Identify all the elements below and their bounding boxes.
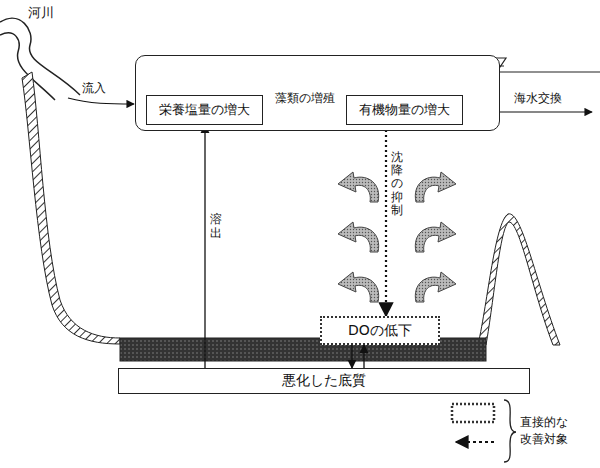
right-hill	[478, 214, 560, 345]
inflow-arrow	[68, 98, 134, 104]
text-label: 海水交換	[514, 90, 562, 107]
river-bank	[0, 18, 80, 95]
exchange-arrow	[500, 111, 592, 112]
process-box: 有機物量の増大	[346, 95, 463, 125]
edge-label: 藻類の増殖	[273, 90, 337, 107]
connector	[385, 125, 387, 316]
text-label: 河川	[28, 4, 54, 22]
legend-arrow-sample	[456, 441, 494, 443]
target-box: DOの低下	[320, 316, 440, 345]
connector	[363, 345, 364, 368]
legend-text: 直接的な 改善対象	[520, 414, 572, 448]
legend-brace	[504, 400, 516, 462]
node-text: 悪化した底質	[282, 372, 366, 390]
node-text: 有機物量の増大	[359, 101, 450, 119]
connector	[204, 125, 205, 368]
process-box: 栄養塩量の増大	[146, 95, 263, 125]
node-text: 栄養塩量の増大	[159, 101, 250, 119]
node-text: DOの低下	[348, 322, 412, 340]
text-label: 流入	[82, 80, 106, 97]
connector	[351, 345, 352, 368]
legend-box-sample	[452, 404, 494, 422]
edge-label: 溶出	[210, 213, 222, 239]
sediment-box: 悪化した底質	[118, 368, 530, 394]
left-bank	[22, 72, 120, 344]
edge-label: 沈降の抑制	[391, 151, 403, 217]
